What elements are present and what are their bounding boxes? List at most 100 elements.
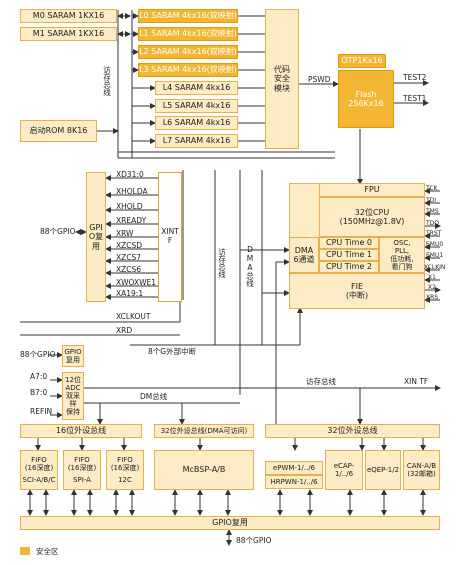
access-bus-vertical-label: 访存总线 — [217, 248, 227, 278]
refin-label: REFIN — [30, 407, 53, 416]
xin-tf-label: XIN TF — [404, 377, 429, 386]
osc-pll-block: OSC, PLL, 低功耗, 看门狗 — [379, 237, 425, 273]
xclkout-label: XCLKOUT — [116, 312, 151, 321]
pin-x1: X1 — [428, 274, 436, 281]
fifo-sci-l1: FIFO — [31, 456, 47, 465]
adc-line-0: 12位 — [65, 375, 81, 384]
gpio-88-label: 88个GPIO — [40, 227, 76, 236]
cpu-label: 32位CPU — [354, 207, 390, 217]
l2-saram: L2 SARAM 4kx16(双映射) — [138, 45, 238, 59]
fifo-spi: FIFO (16深度) SPI-A — [63, 450, 101, 490]
xintf-signal-2: XHOLD — [116, 202, 143, 211]
dma-6ch: DMA 6通道 — [289, 237, 319, 273]
l7-saram: L7 SARAM 4kx16 — [155, 134, 238, 148]
gpio2-88-label: 88个GPIO — [20, 350, 56, 359]
l4-saram: L4 SARAM 4kx16 — [155, 81, 238, 95]
pin-xrs: XRS — [426, 294, 439, 301]
mcbsp-block: McBSP-A/B — [154, 450, 254, 490]
otp-block: OTP1Kx16 — [338, 54, 386, 68]
can-label: CAN-A/B — [406, 461, 437, 470]
xintf-signal-0: XD31:0 — [116, 170, 144, 179]
l3-saram: L3 SARAM 4kx16(双映射) — [138, 63, 238, 77]
fifo-i2c-l2: (16深度) — [110, 464, 140, 473]
cpu-timer-1: CPU Time 1 — [319, 249, 379, 261]
xrd-label: XRD — [116, 326, 133, 335]
bus-16bit: 16位外设总线 — [20, 424, 142, 438]
gpio-mux-bottom: GPIO复用 — [20, 516, 440, 530]
cpu-freq: (150MHz@1.8V) — [339, 217, 405, 226]
fifo-spi-l2: (16深度) — [67, 464, 97, 473]
gpio-mux-left: GPIO复用 — [86, 172, 106, 302]
fifo-i2c-l1: FIFO — [117, 456, 133, 465]
bus-32bit: 32位外设总线 — [265, 424, 440, 438]
osc-line-1: PLL, — [394, 246, 410, 255]
m1-saram: M1 SARAM 1KX16 — [20, 27, 117, 41]
pin-tck: TCK — [426, 185, 438, 192]
l0-saram: L0 SARAM 4kx16(双映射) — [138, 9, 238, 23]
xintf-signal-5: XZCSD — [116, 241, 143, 250]
test2-label: TEST2 — [403, 73, 427, 82]
flash-block: Flash 256Kx16 — [338, 70, 394, 128]
fifo-spi-name: SPI-A — [73, 475, 91, 484]
dma-bus-vertical-label: DMA总线 — [245, 245, 255, 287]
osc-line-0: OSC, — [393, 238, 411, 247]
test1-label: TEST1 — [403, 94, 427, 103]
epwm-block: ePWM-1/../6 — [265, 461, 323, 475]
access-bus-h-label: 访存总线 — [306, 377, 336, 386]
gpio-mux-2: GPIO复用 — [62, 345, 84, 367]
pin-x2: X2 — [428, 284, 436, 291]
gpio-mux-2-label: GPIO复用 — [64, 347, 82, 364]
eqep-block: eQEP-1/2 — [365, 450, 401, 490]
flash-size: 256Kx16 — [348, 99, 384, 108]
fifo-i2c-name: 12C — [118, 475, 132, 484]
l1-saram: L1 SARAM 4kx16(双映射) — [138, 27, 238, 41]
adc-line-2: 双采样 — [66, 391, 80, 409]
dm-bus-label: DM总线 — [140, 392, 168, 401]
xintf-label: XINTF — [161, 227, 179, 245]
fie-block: FIE (中断) — [289, 273, 425, 309]
osc-line-3: 看门狗 — [391, 263, 413, 272]
cpu-timer-0: CPU Time 0 — [319, 237, 379, 249]
bus-32bit-dma: 32位外设总线(DMA可访问) — [154, 424, 254, 438]
code-security-label: 代码安全模块 — [274, 65, 290, 93]
pin-trst: TRST — [426, 230, 442, 237]
code-security-module: 代码安全模块 — [265, 9, 299, 149]
pswd-label: PSWD — [308, 75, 331, 84]
gpio-mux-left-label: GPIO复用 — [88, 223, 104, 251]
gpio-bottom-label: 88个GPIO — [236, 536, 272, 545]
adc-block: 12位 ADC 双采样 保持 — [62, 372, 84, 420]
pin-emu0: EMU0 — [426, 241, 444, 248]
adc-line-1: ADC — [65, 383, 81, 392]
xintf-signal-7: XZCS6 — [116, 265, 142, 274]
xintf-signal-3: XREADY — [116, 216, 147, 225]
cpu-32bit: 32位CPU (150MHz@1.8V) — [319, 197, 425, 237]
b70-label: B7:0 — [30, 388, 48, 397]
fie-label: FIE — [350, 281, 363, 291]
dma-channels: 6通道 — [293, 255, 315, 264]
legend-swatch — [20, 547, 30, 555]
access-bus-label: 访存总线 — [102, 66, 112, 96]
fifo-sci-l2: (16深度) — [24, 464, 54, 473]
pin-tdi: TDI — [426, 197, 437, 204]
xintf-block: XINTF — [158, 172, 182, 302]
l5-saram: L5 SARAM 4kx16 — [155, 99, 238, 113]
a70-label: A7:0 — [30, 372, 48, 381]
cpu-timer-2: CPU Time 2 — [319, 261, 379, 273]
can-block: CAN-A/B (32邮箱) — [403, 450, 440, 490]
dma-label: DMA — [294, 245, 314, 255]
xintf-signal-1: XHOLDA — [116, 187, 148, 196]
legend-label: 安全区 — [36, 547, 59, 556]
xintf-signal-6: XZCS7 — [116, 253, 142, 262]
l6-saram: L6 SARAM 4kx16 — [155, 116, 238, 130]
pin-emu1: EMU1 — [426, 252, 444, 259]
pin-tms: TMS — [426, 208, 439, 215]
xintf-signal-8: XWOXWE1 — [116, 278, 157, 287]
fpu-block: FPU — [319, 183, 425, 197]
boot-rom: 启动ROM 8K16 — [20, 120, 97, 142]
pin-xclkin: XCLKIN — [424, 264, 446, 271]
ecap-block: eCAP-1/../6 — [325, 450, 363, 490]
flash-label: Flash — [355, 89, 377, 99]
fifo-sci-name: SCI-A/B/C — [22, 475, 56, 484]
